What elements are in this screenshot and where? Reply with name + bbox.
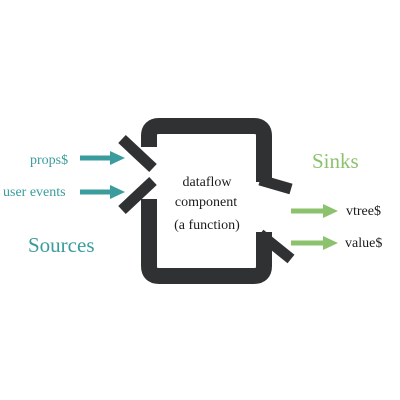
sink-label-vtree: vtree$ (346, 204, 381, 219)
output-port-bottom (256, 229, 295, 264)
sinks-title: Sinks (312, 149, 359, 173)
input-port-bottom (118, 176, 157, 215)
sink-arrow-value (291, 236, 338, 250)
component-box (141, 118, 272, 284)
component-label-line3: (a function) (174, 218, 240, 233)
sources-title: Sources (28, 233, 95, 257)
sink-label-value: value$ (345, 236, 382, 251)
sink-arrow-vtree (291, 204, 338, 218)
source-arrow-props (80, 151, 125, 165)
component-label-line2: component (175, 195, 237, 210)
source-arrow-user-events (80, 185, 125, 199)
source-label-props: props$ (30, 153, 68, 168)
source-label-user-events: user events (3, 185, 66, 200)
component-label-line1: dataflow (183, 175, 233, 190)
output-port-top (258, 174, 293, 195)
input-port-top (118, 134, 157, 173)
